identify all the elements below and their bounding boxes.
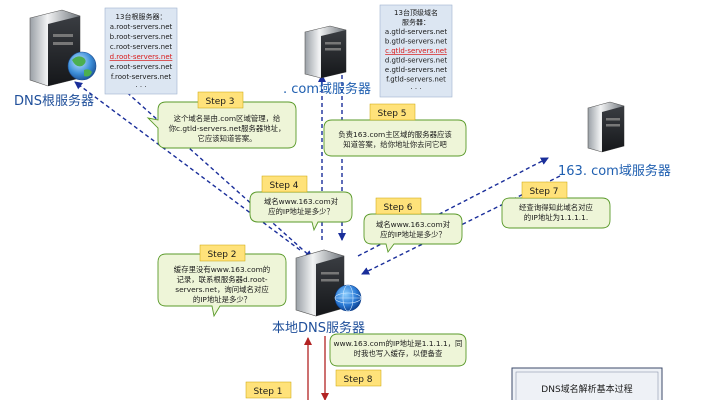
callout-line: www.163.com的IP地址是1.1.1.1，同 xyxy=(334,339,463,348)
callout-line: 的IP地址是多少？ xyxy=(193,295,251,304)
callout-step8-text: www.163.com的IP地址是1.1.1.1，同时我也写入缓存，以便备查 xyxy=(334,339,463,358)
callout-line: 它应该知道答案。 xyxy=(197,134,256,143)
callout-step2-text: 缓存里没有www.163.com的记录，联系根服务器d.root-servers… xyxy=(174,265,270,304)
gtld-list-line: c.gtld-servers.net xyxy=(385,47,447,55)
step8-badge: Step 8 xyxy=(335,369,382,387)
d163-server[interactable]: 163. com域服务器 xyxy=(558,101,671,179)
step5-badge: Step 5 xyxy=(369,103,416,121)
step3-label: Step 3 xyxy=(205,97,234,107)
step3-badge: Step 3 xyxy=(197,91,244,109)
callout-line: 域名www.163.com对 xyxy=(376,220,451,229)
arrow-step2 xyxy=(74,81,301,251)
root-server-list: 13台根服务器： a.root-servers.net b.root-servers… xyxy=(104,7,178,95)
step2-badge: Step 2 xyxy=(199,244,246,262)
root-list-line: b.root-servers.net xyxy=(110,33,173,41)
step4-badge: Step 4 xyxy=(261,175,308,193)
gtld-list-line: e.gtld-servers.net xyxy=(385,66,447,74)
root-list-line: c.root-servers.net xyxy=(110,43,172,51)
d163-server-label: 163. com域服务器 xyxy=(558,163,671,179)
step6-badge: Step 6 xyxy=(375,197,422,215)
callout-step3: 这个域名是由.com区域管理，给你c.gtld-servers.net服务器地址… xyxy=(146,101,297,149)
client-request-lines xyxy=(304,336,329,400)
diagram-caption-title: DNS域名解析基本过程 xyxy=(541,383,632,395)
step7-label: Step 7 xyxy=(529,187,558,197)
root-server[interactable]: DNS根服务器 xyxy=(14,9,97,109)
gtld-server-list: 13台顶级域名服务器：a.gtld-servers.net b.gtld-serv… xyxy=(379,4,453,98)
callout-line: 经查询得知此域名对应 xyxy=(519,203,594,212)
step7-badge: Step 7 xyxy=(521,181,568,199)
step8-label: Step 8 xyxy=(343,375,372,385)
gtld-list-line: 13台顶级域名 xyxy=(394,8,438,17)
callout-line: 负责163.com主区域的服务器应该 xyxy=(338,130,452,139)
callout-line: 知道答案，给你地址你去问它吧 xyxy=(343,140,447,149)
gtld-list-text: 13台顶级域名服务器：a.gtld-servers.net b.gtld-serv… xyxy=(385,8,448,93)
gtld-list-line: b.gtld-servers.net xyxy=(385,38,448,46)
callout-line: 这个域名是由.com区域管理，给 xyxy=(174,114,281,123)
step4-label: Step 4 xyxy=(269,181,298,191)
callout-line: 缓存里没有www.163.com的 xyxy=(174,265,270,274)
callout-step4-text: 域名www.163.com对应的IP地址是多少？ xyxy=(264,197,339,216)
gtld-list-line: f.gtld-servers.net xyxy=(386,76,446,84)
root-list-text: 13台根服务器： a.root-servers.net b.root-servers… xyxy=(110,12,173,91)
globe-icon xyxy=(334,284,362,312)
callout-step7: 经查询得知此域名对应的IP地址为1.1.1.1. xyxy=(501,197,611,229)
root-list-line: a.root-servers.net xyxy=(110,23,173,31)
step1-label: Step 1 xyxy=(253,387,282,397)
server-tower-icon xyxy=(587,101,625,153)
gtld-list-line: d.gtld-servers.net xyxy=(385,57,448,65)
root-list-line: · · · xyxy=(135,83,146,91)
callout-step3-text: 这个域名是由.com区域管理，给你c.gtld-servers.net服务器地址… xyxy=(169,114,286,143)
callout-step6: 域名www.163.com对应的IP地址是多少？ xyxy=(363,213,463,254)
flow-arrows xyxy=(74,74,561,275)
step6-label: Step 6 xyxy=(383,203,412,213)
local-dns-label: 本地DNS服务器 xyxy=(272,320,365,336)
root-list-line: d.root-servers.net xyxy=(110,53,173,61)
callout-line: 记录，联系根服务器d.root- xyxy=(176,275,267,284)
callout-step4: 域名www.163.com对应的IP地址是多少？ xyxy=(249,191,353,232)
diagram-caption-box: DNS域名解析基本过程 xyxy=(511,367,663,400)
arrow-step3 xyxy=(121,87,313,259)
root-list-line: 13台根服务器： xyxy=(116,12,167,21)
callout-step8: www.163.com的IP地址是1.1.1.1，同时我也写入缓存，以便备查 xyxy=(329,333,467,367)
callout-line: 的IP地址为1.1.1.1. xyxy=(524,213,588,222)
callout-line: servers.net，询问域名对应 xyxy=(175,285,269,294)
gtld-list-line: 服务器： xyxy=(402,18,430,27)
callout-line: 应的IP地址是多少？ xyxy=(268,207,334,216)
step1-badge: Step 1 xyxy=(245,381,292,399)
local-dns-server[interactable]: 本地DNS服务器 xyxy=(272,249,365,336)
server-tower-icon xyxy=(29,9,81,87)
root-list-line: e.root-servers.net xyxy=(110,63,173,71)
step2-label: Step 2 xyxy=(207,250,236,260)
com-server[interactable]: . com域服务器 xyxy=(283,25,371,97)
callout-step2: 缓存里没有www.163.com的记录，联系根服务器d.root-servers… xyxy=(157,253,287,318)
callout-line: 你c.gtld-servers.net服务器地址， xyxy=(169,124,286,133)
callout-step5-text: 负责163.com主区域的服务器应该知道答案，给你地址你去问它吧 xyxy=(338,130,452,149)
callout-line: 时我也写入缓存，以便备查 xyxy=(354,349,443,358)
root-server-label: DNS根服务器 xyxy=(14,93,94,109)
callout-step7-text: 经查询得知此域名对应的IP地址为1.1.1.1. xyxy=(519,203,594,222)
callout-step6-text: 域名www.163.com对应的IP地址是多少？ xyxy=(376,220,451,239)
globe-icon xyxy=(67,51,97,81)
callout-step5: 负责163.com主区域的服务器应该知道答案，给你地址你去问它吧 xyxy=(323,119,467,157)
com-server-label: . com域服务器 xyxy=(283,81,371,97)
server-tower-icon xyxy=(304,25,347,79)
step5-label: Step 5 xyxy=(377,109,406,119)
callout-line: 域名www.163.com对 xyxy=(264,197,339,206)
gtld-list-line: a.gtld-servers.net xyxy=(385,28,447,36)
gtld-list-line: · · · xyxy=(410,85,421,93)
server-tower-icon xyxy=(295,249,345,317)
root-list-line: f.root-servers.net xyxy=(111,73,172,81)
callout-line: 应的IP地址是多少？ xyxy=(380,230,446,239)
